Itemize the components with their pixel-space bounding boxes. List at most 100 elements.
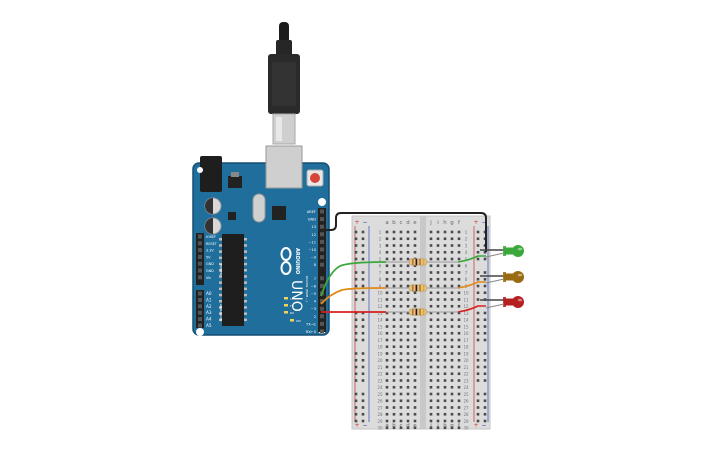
digital-pin-socket[interactable] — [320, 217, 324, 222]
rail-hole[interactable] — [476, 372, 480, 376]
breadboard-hole[interactable] — [385, 358, 389, 362]
rail-hole[interactable] — [361, 325, 365, 328]
breadboard-hole[interactable] — [443, 271, 447, 274]
breadboard-hole[interactable] — [436, 358, 440, 362]
breadboard-hole[interactable] — [385, 237, 389, 241]
yellow-led-wire[interactable] — [457, 281, 486, 289]
digital-pin-socket[interactable] — [320, 276, 324, 281]
rail-hole[interactable] — [361, 406, 365, 409]
breadboard-hole[interactable] — [443, 372, 447, 376]
breadboard-hole[interactable] — [392, 372, 396, 376]
breadboard-hole[interactable] — [450, 325, 454, 328]
breadboard-hole[interactable] — [385, 392, 389, 396]
breadboard-hole[interactable] — [443, 365, 447, 369]
analog-pin-socket[interactable] — [198, 291, 202, 296]
breadboard-hole[interactable] — [392, 412, 396, 416]
rail-hole[interactable] — [476, 230, 480, 234]
rail-hole[interactable] — [476, 399, 480, 403]
breadboard-hole[interactable] — [457, 426, 461, 430]
breadboard-hole[interactable] — [457, 385, 461, 389]
breadboard-hole[interactable] — [385, 399, 389, 403]
breadboard-hole[interactable] — [392, 244, 396, 247]
breadboard-hole[interactable] — [413, 399, 417, 403]
breadboard-hole[interactable] — [399, 426, 403, 430]
breadboard-hole[interactable] — [392, 291, 396, 295]
breadboard-hole[interactable] — [436, 284, 440, 288]
rail-hole[interactable] — [476, 277, 480, 281]
breadboard-hole[interactable] — [436, 412, 440, 416]
breadboard-hole[interactable] — [457, 257, 461, 261]
breadboard-hole[interactable] — [443, 352, 447, 355]
rail-hole[interactable] — [354, 358, 358, 362]
red-led-wire[interactable] — [457, 305, 486, 313]
breadboard-hole[interactable] — [385, 311, 389, 315]
breadboard-hole[interactable] — [429, 379, 433, 382]
breadboard-hole[interactable] — [413, 426, 417, 430]
rail-hole[interactable] — [476, 311, 480, 315]
breadboard-hole[interactable] — [406, 385, 410, 389]
breadboard-hole[interactable] — [443, 379, 447, 382]
breadboard-hole[interactable] — [399, 318, 403, 322]
digital-pin-socket[interactable] — [320, 299, 324, 304]
breadboard-hole[interactable] — [406, 237, 410, 241]
breadboard-hole[interactable] — [436, 277, 440, 281]
breadboard-hole[interactable] — [413, 277, 417, 281]
led-red[interactable] — [485, 296, 524, 309]
rail-hole[interactable] — [361, 331, 365, 335]
rail-hole[interactable] — [483, 284, 487, 288]
breadboard-hole[interactable] — [413, 318, 417, 322]
digital-pin-socket[interactable] — [320, 329, 324, 334]
rail-hole[interactable] — [354, 372, 358, 376]
breadboard-hole[interactable] — [429, 325, 433, 328]
breadboard-hole[interactable] — [385, 277, 389, 281]
rail-hole[interactable] — [483, 311, 487, 315]
breadboard-hole[interactable] — [429, 284, 433, 288]
breadboard-hole[interactable] — [406, 250, 410, 254]
breadboard-hole[interactable] — [429, 426, 433, 430]
breadboard-hole[interactable] — [457, 318, 461, 322]
rail-hole[interactable] — [354, 412, 358, 416]
breadboard-hole[interactable] — [436, 338, 440, 342]
breadboard-hole[interactable] — [436, 331, 440, 335]
breadboard-hole[interactable] — [385, 318, 389, 322]
rail-hole[interactable] — [483, 419, 487, 423]
power-pin-socket[interactable] — [198, 248, 202, 253]
rail-hole[interactable] — [354, 244, 358, 247]
breadboard-hole[interactable] — [450, 365, 454, 369]
breadboard-hole[interactable] — [406, 277, 410, 281]
breadboard-hole[interactable] — [413, 325, 417, 328]
breadboard-hole[interactable] — [450, 345, 454, 349]
breadboard-hole[interactable] — [385, 264, 389, 268]
breadboard-hole[interactable] — [457, 298, 461, 301]
rail-hole[interactable] — [354, 284, 358, 288]
rail-hole[interactable] — [476, 392, 480, 396]
breadboard-hole[interactable] — [457, 412, 461, 416]
breadboard-hole[interactable] — [457, 338, 461, 342]
breadboard-hole[interactable] — [413, 304, 417, 308]
breadboard-hole[interactable] — [450, 379, 454, 382]
rail-hole[interactable] — [476, 412, 480, 416]
breadboard-hole[interactable] — [413, 271, 417, 274]
rail-hole[interactable] — [361, 392, 365, 396]
breadboard-hole[interactable] — [413, 419, 417, 423]
breadboard-hole[interactable] — [413, 244, 417, 247]
rail-hole[interactable] — [361, 338, 365, 342]
digital-pin-socket[interactable] — [320, 255, 324, 260]
breadboard-hole[interactable] — [413, 338, 417, 342]
breadboard-hole[interactable] — [429, 244, 433, 247]
breadboard-hole[interactable] — [457, 244, 461, 247]
breadboard-hole[interactable] — [450, 338, 454, 342]
breadboard-hole[interactable] — [399, 230, 403, 234]
rail-hole[interactable] — [483, 271, 487, 274]
breadboard-hole[interactable] — [443, 345, 447, 349]
breadboard-hole[interactable] — [399, 237, 403, 241]
breadboard-hole[interactable] — [413, 406, 417, 409]
breadboard-hole[interactable] — [436, 352, 440, 355]
rail-hole[interactable] — [354, 237, 358, 241]
breadboard-hole[interactable] — [406, 325, 410, 328]
rail-hole[interactable] — [483, 406, 487, 409]
breadboard-hole[interactable] — [436, 372, 440, 376]
breadboard-hole[interactable] — [385, 338, 389, 342]
rail-hole[interactable] — [354, 318, 358, 322]
breadboard-hole[interactable] — [392, 271, 396, 274]
